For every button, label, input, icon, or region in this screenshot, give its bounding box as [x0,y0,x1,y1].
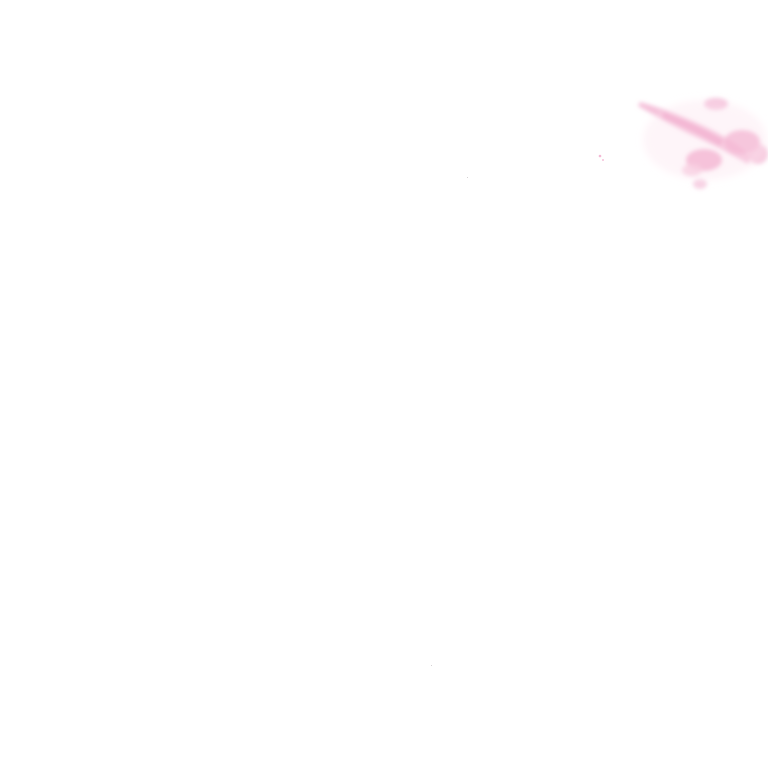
smudge-halo [643,100,767,180]
smudge-top-blob [704,98,768,164]
stray-mark [602,159,604,161]
dust-speck [467,177,468,178]
dust-speck [431,665,432,666]
smudge-lower-cluster [682,149,722,189]
stray-mark [598,154,602,158]
smudge-streak [638,102,752,164]
